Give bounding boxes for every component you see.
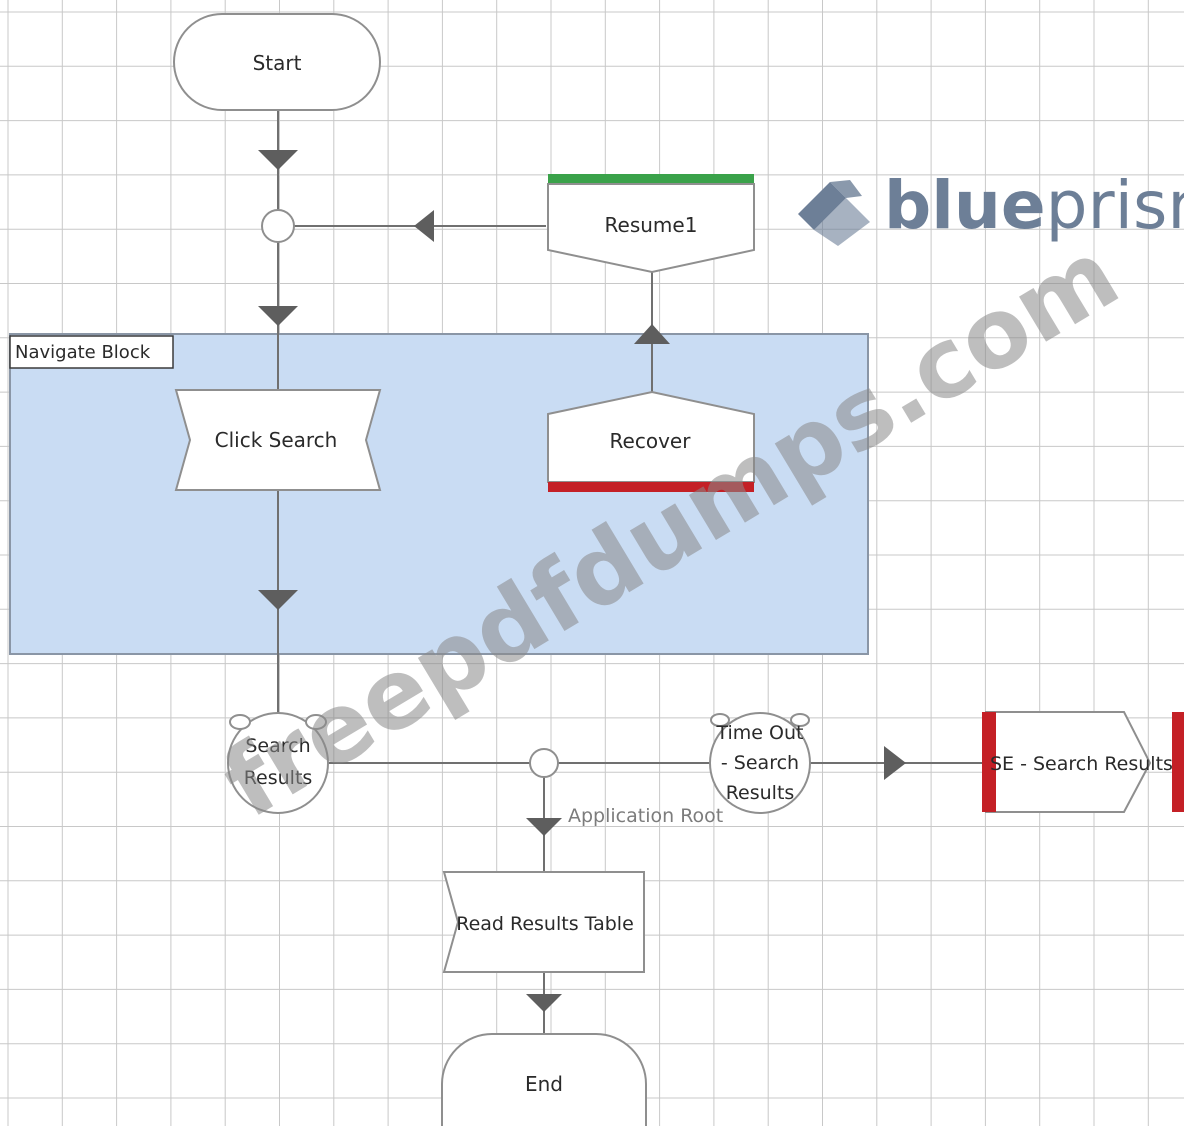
- resume-status-bar: [548, 174, 754, 184]
- navigate-block-title-box: [9, 335, 174, 369]
- resume-stage-label: Resume1: [605, 213, 698, 237]
- arrow-down-icon: [526, 818, 562, 836]
- application-root-link-label: Application Root: [568, 805, 723, 827]
- blueprism-logo-text: blueprism: [884, 167, 1184, 244]
- timeout-label-line1: Time Out: [716, 722, 804, 744]
- arrow-down-icon: [258, 590, 298, 610]
- arrow-down-icon: [258, 150, 298, 170]
- navigate-block-title: Navigate Block: [15, 342, 151, 363]
- search-results-label-line1: Search: [245, 735, 310, 757]
- timeout-stage[interactable]: Time Out - Search Results: [709, 712, 811, 814]
- read-results-table-stage[interactable]: Read Results Table: [442, 871, 645, 973]
- blueprism-logo-mark-icon: [798, 182, 846, 230]
- end-stage[interactable]: End: [441, 1033, 647, 1126]
- exception-status-bar: [982, 712, 996, 812]
- exception-status-bar: [1172, 712, 1184, 812]
- click-search-stage[interactable]: Click Search: [174, 389, 382, 491]
- recover-status-bar: [548, 482, 754, 492]
- arrow-down-icon: [258, 306, 298, 326]
- start-stage-label: Start: [253, 51, 302, 75]
- timeout-label-line2: - Search: [721, 752, 799, 774]
- recover-stage-label: Recover: [610, 429, 692, 453]
- timeout-label-line3: Results: [726, 782, 795, 804]
- recover-stage[interactable]: Recover: [547, 390, 755, 492]
- arrow-left-icon: [414, 210, 434, 242]
- link-arrows: [258, 150, 906, 1012]
- resume-stage[interactable]: Resume1: [547, 174, 755, 274]
- exception-stage[interactable]: SE - Search Results: [982, 711, 1184, 813]
- read-results-table-label: Read Results Table: [456, 913, 634, 935]
- exception-stage-label: SE - Search Results: [990, 753, 1173, 775]
- arrow-right-icon: [884, 746, 906, 780]
- arrow-up-icon: [634, 324, 670, 344]
- navigate-block[interactable]: [9, 333, 869, 655]
- search-results-wait-stage[interactable]: Search Results: [227, 712, 329, 814]
- anchor-stage[interactable]: [529, 748, 559, 778]
- arrow-down-icon: [526, 994, 562, 1012]
- start-stage[interactable]: Start: [173, 13, 381, 111]
- click-search-stage-label: Click Search: [215, 428, 338, 452]
- search-results-label-line2: Results: [244, 767, 313, 789]
- end-stage-label: End: [525, 1072, 563, 1096]
- anchor-stage[interactable]: [261, 209, 295, 243]
- blueprism-logo: blueprism: [798, 167, 1184, 246]
